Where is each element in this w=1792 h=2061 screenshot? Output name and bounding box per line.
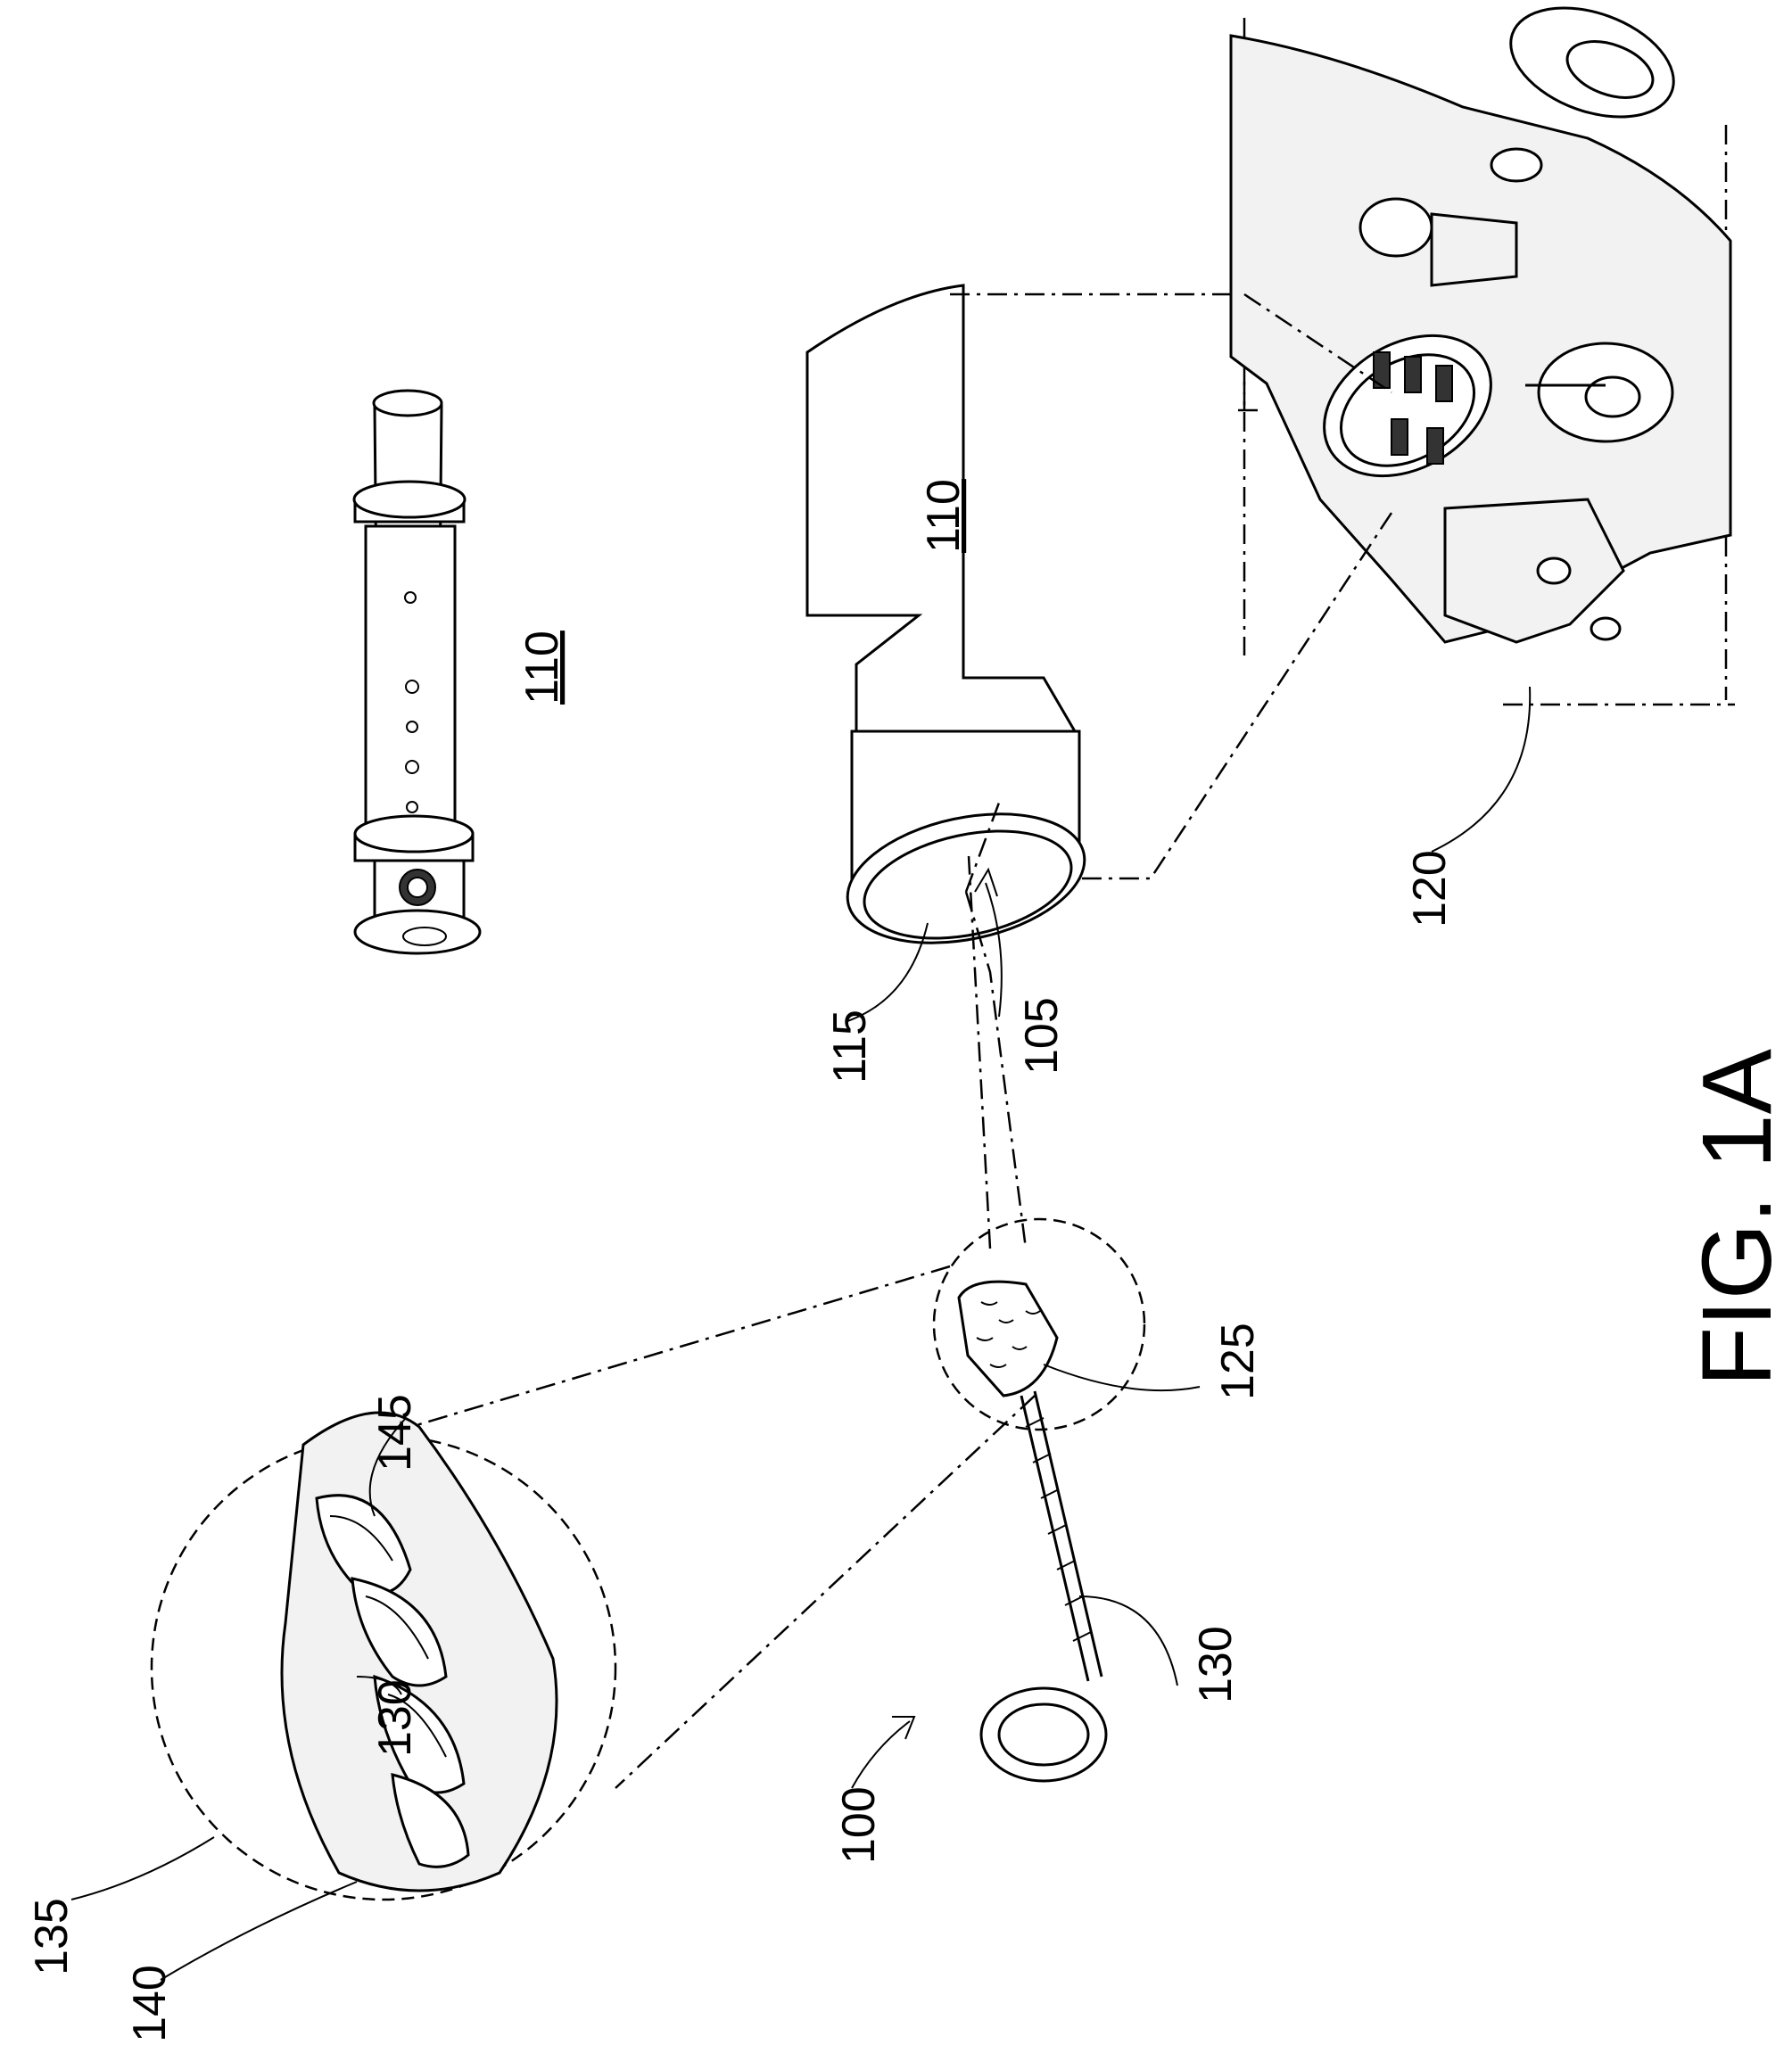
leader-135 (71, 1837, 214, 1900)
sleeve-component (807, 285, 1244, 963)
label-120: 120 (1404, 850, 1456, 927)
label-125: 125 (1212, 1323, 1264, 1400)
leader-140 (161, 1882, 357, 1980)
label-130-detail: 130 (369, 1679, 421, 1757)
label-110-sleeve: 110 (918, 479, 970, 553)
label-110-pin: 110 (516, 631, 568, 705)
housing-to-sleeve-line (1079, 513, 1391, 878)
leader-120 (1432, 687, 1530, 852)
figure-caption: FIG. 1A (1682, 1048, 1792, 1387)
leader-125 (1044, 1364, 1200, 1390)
detail-view (152, 1413, 615, 1900)
leader-100 (852, 1721, 910, 1788)
housing-component (1231, 0, 1735, 705)
label-100: 100 (833, 1786, 885, 1864)
label-105: 105 (1016, 997, 1068, 1075)
label-130-main: 130 (1190, 1626, 1242, 1703)
label-140: 140 (124, 1965, 176, 2042)
label-135: 135 (26, 1898, 78, 1975)
pin-component (354, 391, 480, 953)
arrow-100 (892, 1717, 914, 1739)
